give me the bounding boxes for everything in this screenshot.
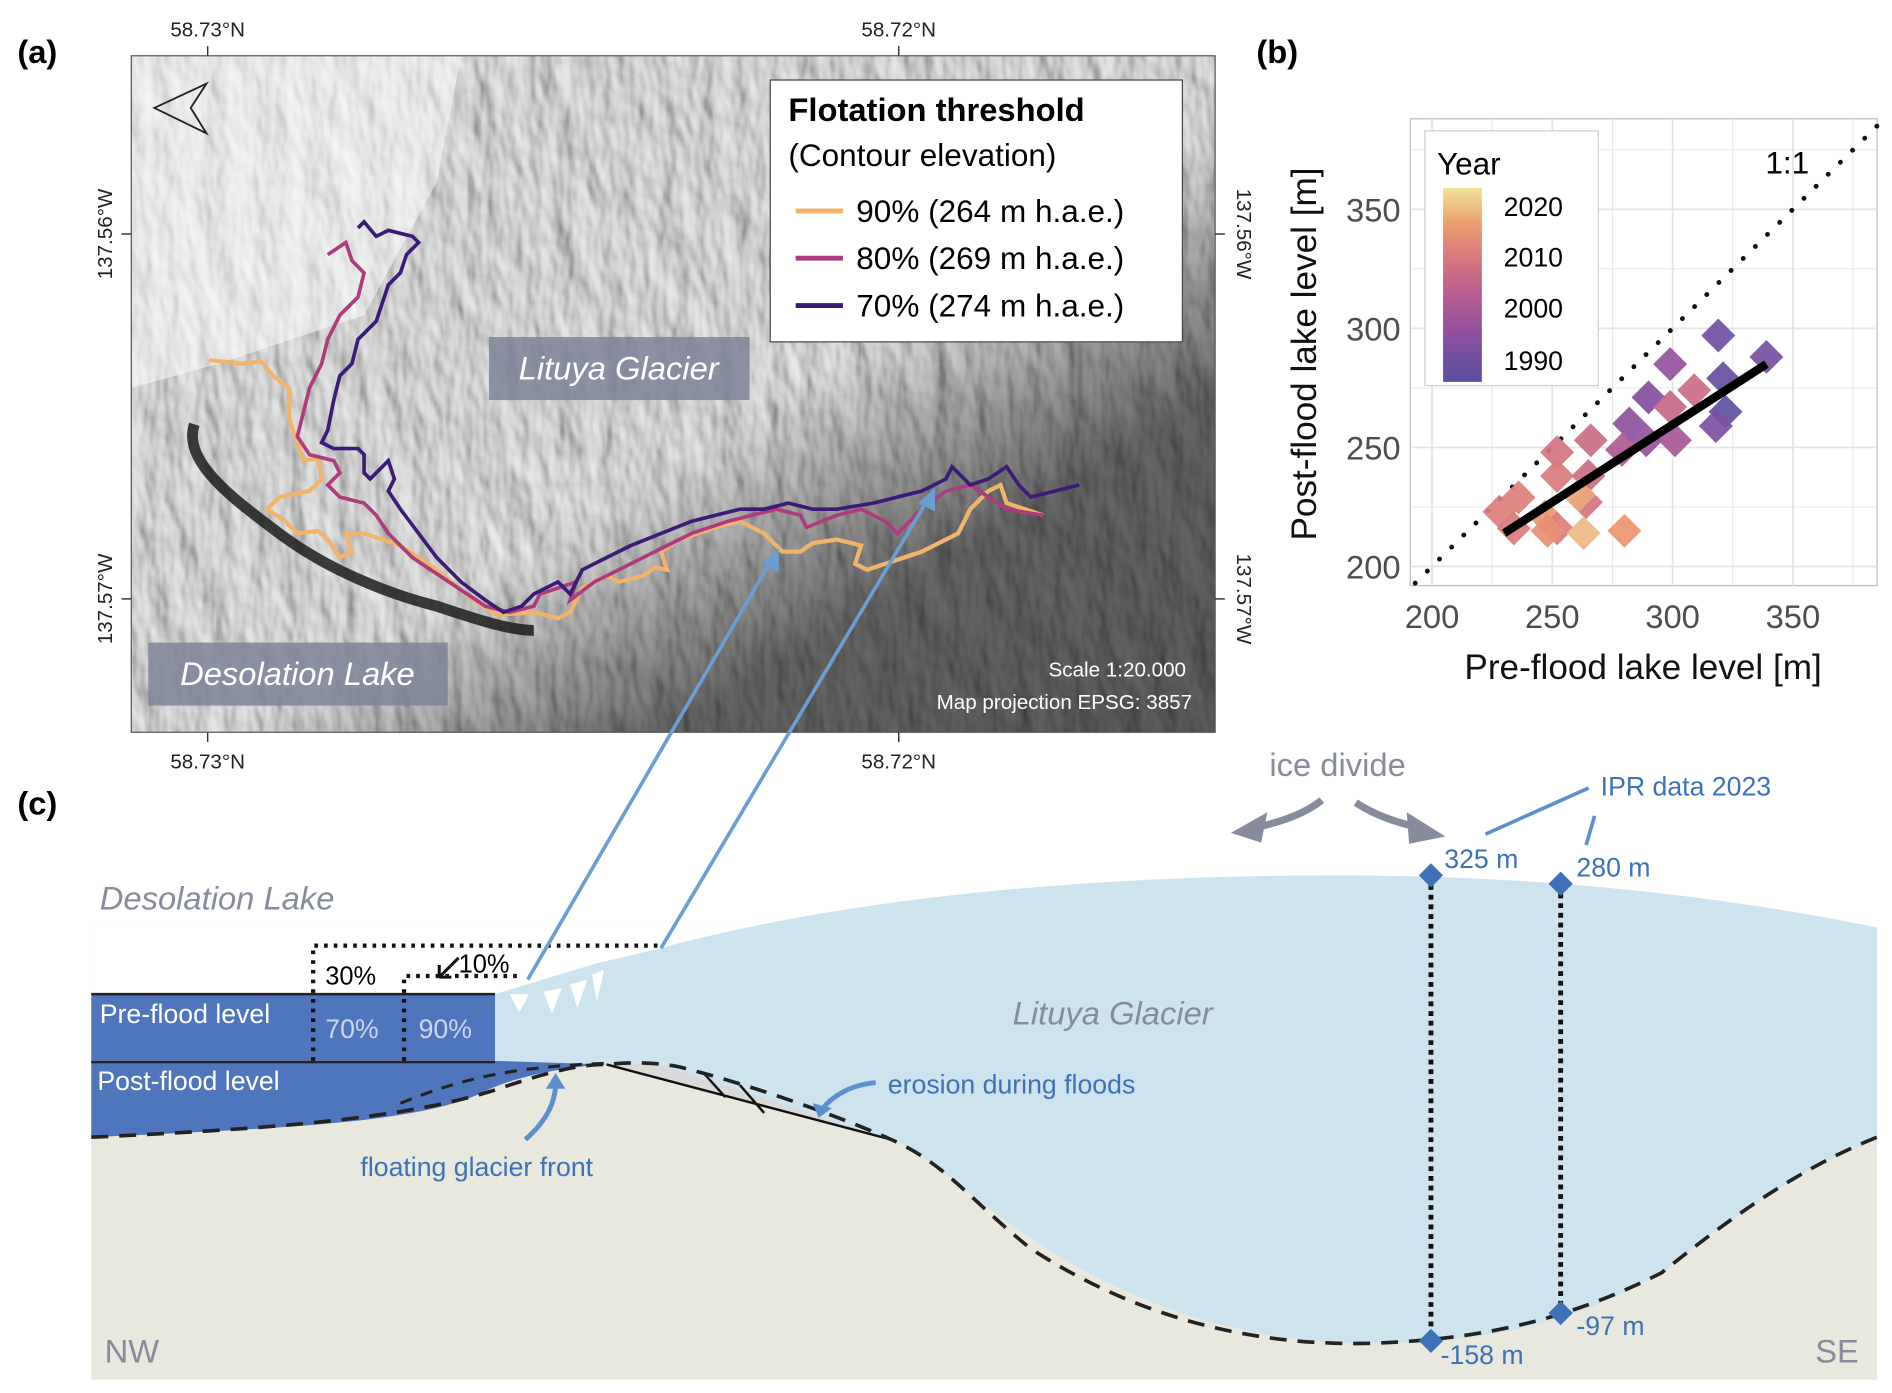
legend-title: Flotation threshold <box>788 91 1084 128</box>
map-scale: Scale 1:20.000 <box>1049 658 1187 681</box>
y-tick-label: 300 <box>1346 310 1401 347</box>
x-tick-label: 300 <box>1645 598 1700 635</box>
scatter-chart: 1:1 Year 2020 2010 2000 1990 200 250 300 35… <box>1285 118 1880 687</box>
legend-title: Year <box>1437 146 1501 182</box>
left-tick: 137.56°W <box>94 188 117 279</box>
floating-front-label: floating glacier front <box>360 1152 593 1182</box>
map-section-links <box>526 487 936 981</box>
section-lake-label: Desolation Lake <box>100 879 335 916</box>
map-panel: 58.73°N 58.72°N 58.73°N 58.72°N 137.56°W… <box>94 18 1255 773</box>
colorbar-label: 1990 <box>1504 346 1563 376</box>
surface-elev-1: 325 m <box>1444 844 1518 874</box>
arrow-icon <box>545 1072 566 1089</box>
ipr-label: IPR data 2023 <box>1601 771 1771 801</box>
data-point <box>1698 409 1733 443</box>
x-tick-label: 250 <box>1525 598 1580 635</box>
colorbar-label: 2010 <box>1504 243 1563 273</box>
lake-pre-flood <box>91 994 496 1061</box>
left-tick: 137.57°W <box>94 553 117 644</box>
ipr-marker <box>1418 863 1444 888</box>
panel-label-a: (a) <box>17 33 57 70</box>
y-axis-label: Post-flood lake level [m] <box>1285 167 1324 540</box>
cross-section: 30% 10% 70% 90% Pre-flood level Post-flo… <box>91 746 1878 1380</box>
trend-line <box>1501 360 1769 537</box>
pct-70: 70% <box>325 1014 378 1044</box>
data-point <box>1653 347 1688 382</box>
colorbar <box>1443 187 1482 382</box>
bed-line <box>91 1061 1878 1346</box>
data-point <box>1653 389 1688 424</box>
map-projection: Map projection EPSG: 3857 <box>937 691 1192 714</box>
panel-label-c: (c) <box>17 785 57 822</box>
pct-10: 10% <box>459 950 510 978</box>
y-tick-label: 250 <box>1346 430 1401 467</box>
top-tick: 58.73°N <box>170 18 245 41</box>
data-point <box>1566 516 1601 551</box>
legend-item: 90% (264 m h.a.e.) <box>856 193 1124 229</box>
x-tick-label: 350 <box>1766 598 1821 635</box>
contour-70 <box>319 219 1080 615</box>
calving-crevasses <box>509 969 605 1014</box>
surface-elev-2: 280 m <box>1576 853 1650 883</box>
one-to-one-line <box>1412 123 1880 586</box>
data-point <box>1607 513 1642 548</box>
year-legend: Year 2020 2010 2000 1990 <box>1424 130 1599 387</box>
y-tick-label: 350 <box>1346 191 1401 228</box>
panel-label-b: (b) <box>1256 33 1298 70</box>
legend-item: 80% (269 m h.a.e.) <box>856 240 1124 276</box>
glacier-ice <box>495 875 1878 1344</box>
colorbar-label: 2000 <box>1504 294 1563 324</box>
x-axis-label: Pre-flood lake level [m] <box>1464 648 1821 687</box>
bed-elev-1: -158 m <box>1441 1340 1524 1370</box>
bottom-tick: 58.72°N <box>861 751 936 774</box>
top-tick: 58.72°N <box>861 18 936 41</box>
bottom-tick: 58.73°N <box>170 751 245 774</box>
ipr-marker <box>1418 1328 1444 1353</box>
arrow-left-icon <box>1230 812 1268 843</box>
legend-item: 70% (274 m h.a.e.) <box>856 287 1124 323</box>
colorbar-label: 2020 <box>1504 192 1563 222</box>
map-legend: Flotation threshold (Contour elevation) … <box>769 79 1184 343</box>
north-arrow-icon <box>152 81 209 136</box>
pct-30: 30% <box>325 962 376 990</box>
x-tick-label: 200 <box>1405 598 1460 635</box>
ipr-marker <box>1548 1300 1573 1326</box>
nw-label: NW <box>105 1333 160 1370</box>
bed-elev-2: -97 m <box>1576 1311 1644 1341</box>
lake-shoreline <box>187 422 534 636</box>
y-tick-label: 200 <box>1346 549 1401 586</box>
arrow-icon <box>918 487 936 512</box>
data-point <box>1530 513 1565 548</box>
map-glacier-label: Lituya Glacier <box>519 349 720 386</box>
map-lake-label: Desolation Lake <box>180 655 415 692</box>
arrow-icon <box>812 1103 833 1118</box>
right-tick: 137.56°W <box>1232 189 1255 280</box>
se-label: SE <box>1815 1333 1859 1370</box>
one-to-one-label: 1:1 <box>1765 144 1809 180</box>
arrow-right-icon <box>1406 812 1446 844</box>
arrow-icon <box>761 547 779 573</box>
arrow-icon <box>437 956 460 979</box>
right-tick: 137.57°W <box>1232 554 1255 645</box>
ice-divide-label: ice divide <box>1269 746 1405 783</box>
pre-flood-label: Pre-flood level <box>100 999 270 1029</box>
contour-80 <box>295 239 1044 615</box>
post-flood-label: Post-flood level <box>97 1066 279 1096</box>
pct-90: 90% <box>419 1014 472 1044</box>
legend-subtitle: (Contour elevation) <box>788 137 1056 173</box>
section-glacier-label: Lituya Glacier <box>1013 994 1214 1031</box>
erosion-label: erosion during floods <box>888 1070 1135 1100</box>
lake-post-flood <box>91 1060 607 1138</box>
